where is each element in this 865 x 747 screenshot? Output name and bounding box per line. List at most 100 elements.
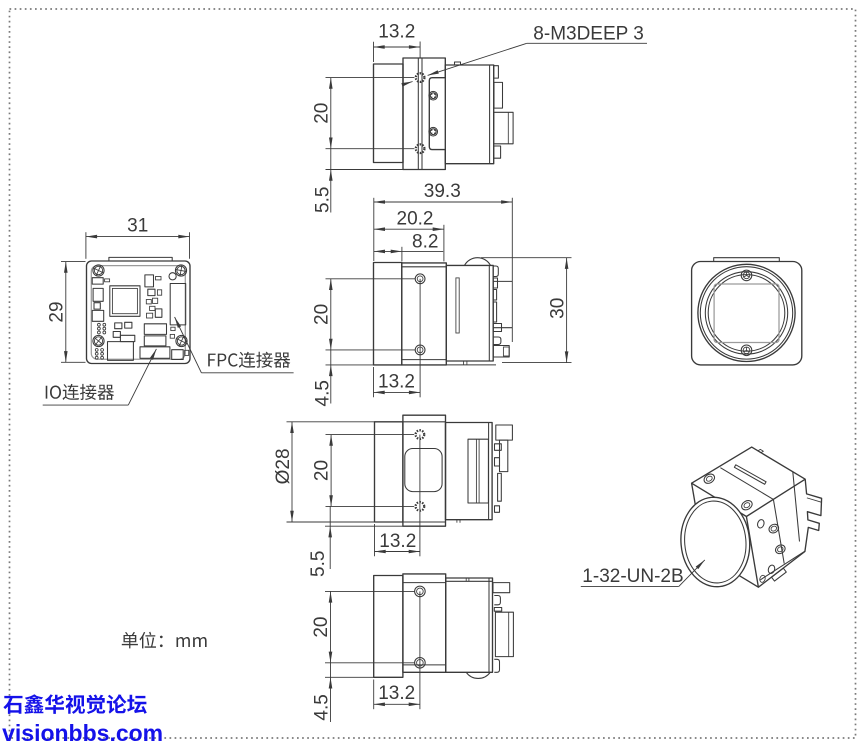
mount-hole-bottom-inner <box>416 659 424 667</box>
pcb-dot <box>97 322 101 327</box>
view-front <box>690 257 803 366</box>
pcb-dot <box>97 330 101 335</box>
component-large <box>106 341 134 361</box>
rear-tab <box>493 443 502 451</box>
top-bump <box>453 61 462 66</box>
view-side-2: Ø28 20 5.5 13.2 <box>273 414 513 577</box>
callout-fpc <box>174 316 294 374</box>
front-plate <box>402 414 447 527</box>
view-side: 39.3 20.2 8.2 30 20 4.5 13.2 <box>311 181 572 407</box>
iso-seam-bottom <box>760 550 805 581</box>
component <box>171 349 184 361</box>
front-screw-top-head <box>742 271 751 280</box>
connector-mid <box>143 323 168 335</box>
plate-screw-upper-recess <box>434 96 436 99</box>
plate-screw-upper-recess <box>430 96 433 99</box>
top-tab <box>713 257 780 263</box>
component <box>170 326 176 332</box>
dim-side-13-2: 13.2 <box>373 367 421 398</box>
pcb-dot <box>102 326 107 331</box>
dim-side-39-3: 39.3 <box>373 181 513 342</box>
dim-text-39-3: 39.3 <box>424 181 461 202</box>
component <box>154 308 163 318</box>
leader-line-2 <box>401 81 413 87</box>
pcb-dot <box>97 326 101 331</box>
pcb-dot <box>102 322 107 327</box>
iso-tab-line <box>806 497 822 503</box>
dim-text-8-2: 8.2 <box>412 232 438 253</box>
page-border <box>8 8 857 739</box>
dim-bottom-4-5: 4.5 <box>311 662 374 722</box>
dim-top-20: 20 <box>311 77 415 150</box>
watermark-site-domain[interactable]: visionbbs.com <box>2 720 163 746</box>
lens-barrel <box>372 63 404 164</box>
front-screw-top <box>740 269 753 282</box>
camera-body <box>445 577 494 673</box>
fpc-connector <box>169 282 187 326</box>
vent-slot <box>455 277 460 334</box>
rear-connector-large <box>494 611 514 658</box>
rear-tab-st <box>494 658 501 673</box>
view-iso: 1-32-UN-2B <box>580 446 823 588</box>
iso-torx-head <box>770 525 777 532</box>
dim-text-4-5: 4.5 <box>311 694 332 720</box>
watermark-site-name: 石鑫华视觉论坛 <box>3 694 147 714</box>
case-screw-tl-cross <box>95 265 102 276</box>
callout-io <box>42 348 157 406</box>
front-screw-bottom-head <box>742 346 751 355</box>
component <box>93 302 101 310</box>
dim-side-8-2: 8.2 <box>373 232 444 262</box>
dim-text-13-2: 13.2 <box>379 531 416 552</box>
iso-torx <box>768 523 780 534</box>
mount-hole-bottom <box>414 143 426 155</box>
component <box>91 277 104 285</box>
label-thread-note: 8-M3DEEP 3 <box>533 24 644 45</box>
camera-body <box>444 421 493 521</box>
dim-side-20-2: 20.2 <box>373 208 445 262</box>
label-mount-thread: 1-32-UN-2B <box>582 566 683 587</box>
view-top: 13.2 20 5.5 8-M3DEEP 3 <box>311 22 647 213</box>
callout-mount-thread: 1-32-UN-2B <box>580 559 706 587</box>
dim-text-13-2: 13.2 <box>378 22 415 43</box>
case-screw-bl <box>92 334 105 348</box>
plate-screw-lower-recess <box>434 129 436 131</box>
component <box>155 276 162 281</box>
lens-barrel <box>373 421 404 523</box>
component <box>169 333 175 339</box>
watermark-site-name-glyphs <box>3 694 147 714</box>
iso-torx-head <box>777 546 784 553</box>
mount-ring <box>699 266 794 360</box>
case-screw-br <box>175 334 188 348</box>
pcb-dot <box>100 351 104 356</box>
rear-connector-ext <box>498 439 509 473</box>
case-screw-tl <box>92 264 105 277</box>
case-screw-tl-head <box>93 265 104 276</box>
label-fpc-connector: FPC连接器 <box>208 351 291 368</box>
top-dome <box>464 257 491 266</box>
callout-thread-note: 8-M3DEEP 3 <box>401 24 647 87</box>
component <box>149 305 156 311</box>
bottom-dome <box>465 671 491 679</box>
dim-text-4-5: 4.5 <box>312 380 333 406</box>
pcb-dot <box>94 351 99 356</box>
front-screw-top-star <box>743 275 747 278</box>
camera-body <box>445 264 494 362</box>
component <box>92 287 104 302</box>
iso-lens-ring-inner <box>684 500 747 584</box>
component <box>124 321 133 329</box>
iso-hole-oval <box>757 519 765 529</box>
component <box>152 297 159 304</box>
component <box>147 288 156 297</box>
mount-hole-bottom <box>414 500 426 512</box>
front-screw-bottom <box>740 344 753 357</box>
dim-text-20: 20 <box>311 617 332 638</box>
dim-text-30: 30 <box>547 298 568 319</box>
dim-top-5-5: 5.5 <box>312 148 403 213</box>
component <box>145 299 152 305</box>
plate-pocket <box>404 447 443 493</box>
pcb-dot <box>94 355 99 360</box>
case-screw-tr-head <box>176 265 186 276</box>
dim-text-d28: Ø28 <box>273 448 294 484</box>
